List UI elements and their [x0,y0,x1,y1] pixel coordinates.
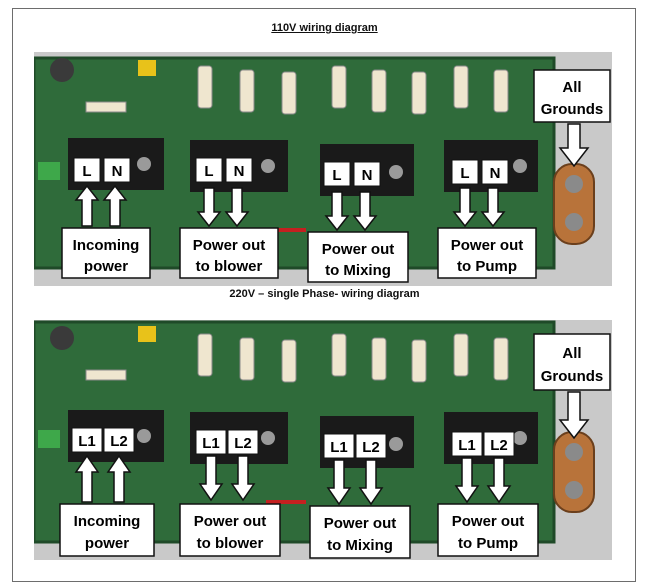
callout-line: Incoming [73,237,140,254]
callout-line: Power out [452,513,525,530]
callout-line: Power out [194,513,267,530]
callout-incoming-power: Incoming power [59,503,155,557]
green-connector [38,162,60,180]
callout-grounds: All Grounds [533,69,611,123]
wiring-photo-220v: L1 L2 L1 L2 L1 L2 L1 L2 Incoming po [34,320,612,560]
pin-label-incoming: L1 L2 [71,427,135,453]
callout-line: All [562,79,581,96]
green-connector [38,430,60,448]
callout-line: to Pump [457,258,517,275]
pin-label: L1 [78,433,96,450]
callout-line: Incoming [74,513,141,530]
pin-label: L2 [490,437,508,454]
callout-line: Power out [451,237,524,254]
pin-label: N [490,165,501,182]
callout-line: to Mixing [325,262,391,279]
callout-line: to Pump [458,535,518,552]
callout-line: to Mixing [327,537,393,554]
pin-label-blower: L1 L2 [195,429,259,455]
capacitor [50,326,74,350]
pin-label: N [362,167,373,184]
pin-label: L [332,167,341,184]
callout-grounds: All Grounds [533,333,611,391]
pin-label: L1 [458,437,476,454]
callout-blower: Power out to blower [179,503,281,557]
pin-label-pump: L N [451,159,509,185]
pin-label-pump: L1 L2 [451,431,515,457]
callout-line: Power out [193,237,266,254]
callout-line: Grounds [541,101,604,118]
fuse-row [197,333,509,383]
callout-line: Power out [322,241,395,258]
pin-label: L1 [330,439,348,456]
arrow-up-icon [74,454,132,503]
ground-lug [553,431,595,513]
callout-pump: Power out to Pump [437,503,539,557]
callout-mixing: Power out to Mixing [307,231,409,283]
small-fuse [85,101,127,113]
fuse-row [197,65,509,115]
callout-incoming-power: Incoming power [61,227,151,279]
capacitor-yellow [138,326,156,342]
pin-label: L1 [202,435,220,452]
pin-label: L [82,163,91,180]
callout-line: Power out [324,515,397,532]
small-fuse [85,369,127,381]
pin-label-mixing: L1 L2 [323,433,387,459]
arrow-up-icon [74,184,128,227]
pin-label-incoming: L N [73,157,131,183]
callout-line: to blower [197,535,264,552]
callout-line: Grounds [541,368,604,385]
arrow-down-icon [558,391,590,440]
pin-label: L2 [362,439,380,456]
capacitor-yellow [138,60,156,76]
title-110v: 110V wiring diagram [271,22,378,34]
pin-label: N [234,163,245,180]
arrow-down-icon [558,123,590,168]
pin-label: L [204,163,213,180]
callout-mixing: Power out to Mixing [309,505,411,559]
callout-pump: Power out to Pump [437,227,537,279]
callout-blower: Power out to blower [179,227,279,279]
callout-line: power [85,535,129,552]
pin-label: L2 [110,433,128,450]
pin-label-blower: L N [195,157,253,183]
pin-label: L2 [234,435,252,452]
callout-line: to blower [196,258,263,275]
callout-line: All [562,345,581,362]
title-220v: 220V – single Phase- wiring diagram [229,288,420,300]
pin-label-mixing: L N [323,161,381,187]
arrow-down-icon [198,455,512,506]
pin-label: N [112,163,123,180]
callout-line: power [84,258,128,275]
wiring-photo-110v: L N L N L N L N Incoming [34,52,612,286]
arrow-down-icon [196,187,506,232]
pin-label: L [460,165,469,182]
capacitor [50,58,74,82]
ground-lug [553,163,595,245]
